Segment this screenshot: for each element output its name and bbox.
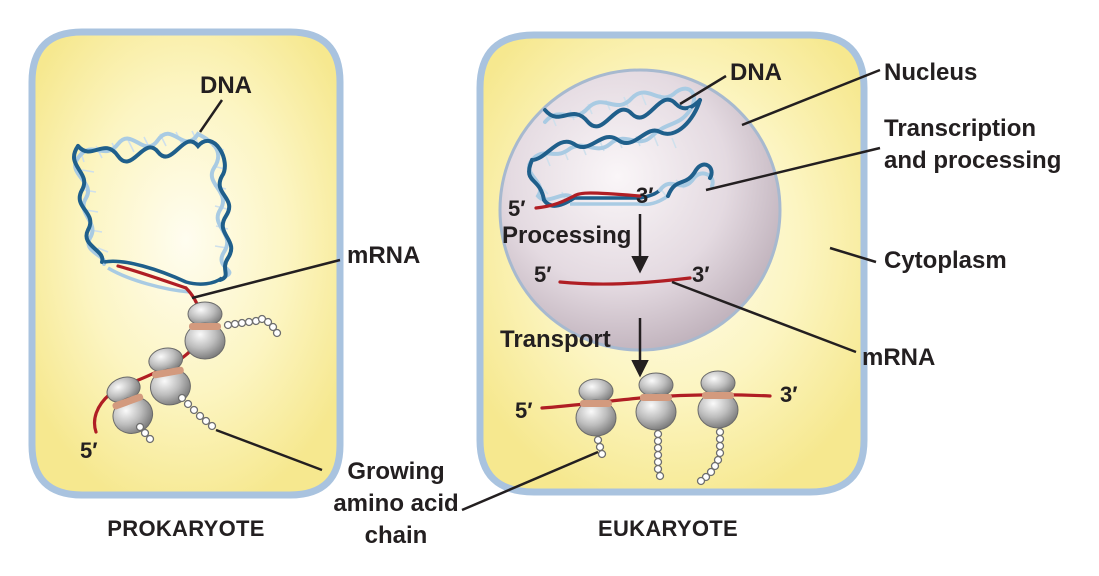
label-cyto-mrna-5-prime: 5′	[515, 398, 533, 423]
caption-eukaryote: EUKARYOTE	[598, 516, 738, 541]
leader-line-eukaryote-dna	[679, 74, 727, 106]
leader-line-transcription	[705, 146, 881, 192]
prokaryote-dna-helix	[72, 130, 234, 294]
label-cyto-mrna-3-prime: 3′	[780, 382, 798, 407]
leader-line-prokaryote-mrna	[191, 258, 341, 300]
label-pre-mrna-5-prime: 5′	[508, 196, 526, 221]
label-prokaryote-mrna: mRNA	[347, 242, 420, 269]
label-growing-chain-line3: chain	[365, 522, 428, 549]
eukaryote-pre-mrna-strand	[534, 191, 642, 210]
prokaryote-ribosome-1	[184, 301, 226, 360]
leader-line-nucleus	[741, 68, 881, 127]
label-pre-mrna-3-prime: 3′	[636, 183, 654, 208]
label-nucleus: Nucleus	[884, 59, 977, 86]
prokaryote-cell	[28, 28, 344, 499]
caption-prokaryote: PROKARYOTE	[107, 516, 264, 541]
leader-line-cytoplasm	[829, 246, 877, 264]
eukaryote-amino-chain-1	[593, 435, 607, 459]
label-transcription-line1: Transcription	[884, 115, 1036, 142]
eukaryote-amino-chain-2	[653, 429, 665, 481]
label-nuclear-mrna-3-prime: 3′	[692, 262, 710, 287]
leader-line-growing-chain	[461, 450, 599, 512]
leader-line-prokaryote-dna	[198, 99, 224, 133]
prokaryote-amino-chain-1	[223, 314, 282, 338]
label-processing: Processing	[502, 222, 631, 249]
label-eukaryote-dna: DNA	[730, 59, 782, 86]
prokaryote-amino-chain-3	[135, 422, 155, 444]
label-growing-chain-line1: Growing	[347, 458, 444, 485]
label-prokaryote-dna: DNA	[200, 72, 252, 99]
eukaryote-dna-helix	[527, 86, 715, 208]
label-growing-chain-line2: amino acid	[333, 490, 458, 517]
prokaryote-amino-chain-2	[177, 393, 217, 431]
eukaryote-nuclear-mrna-strand	[558, 276, 692, 286]
leader-line-growing-chain-prokaryote	[215, 428, 323, 472]
label-transcription-line2: and processing	[884, 147, 1061, 174]
eukaryote-ribosome-3	[697, 370, 739, 429]
label-eukaryote-mrna: mRNA	[862, 344, 935, 371]
prokaryote-transcription-bubble	[103, 259, 224, 286]
eukaryote-ribosome-1	[575, 378, 617, 437]
eukaryote-amino-chain-3	[696, 427, 725, 486]
eukaryote-ribosome-2	[635, 372, 677, 431]
label-nuclear-mrna-5-prime: 5′	[534, 262, 552, 287]
leader-line-eukaryote-mrna	[671, 280, 857, 354]
label-prokaryote-5-prime: 5′	[80, 438, 98, 463]
prokaryote-cell-membrane	[28, 28, 344, 499]
label-cytoplasm: Cytoplasm	[884, 247, 1007, 274]
label-transport: Transport	[500, 326, 611, 353]
